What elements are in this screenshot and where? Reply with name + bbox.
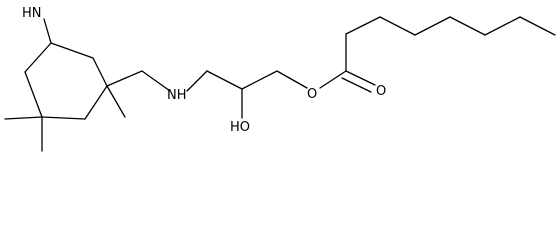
amine-label: HN	[22, 6, 42, 21]
bond	[379, 16, 416, 36]
amine-n-label: N	[32, 6, 42, 21]
bond	[24, 71, 43, 118]
bond	[341, 77, 372, 93]
bond	[414, 16, 451, 36]
hydroxyl-label: HO	[230, 120, 250, 135]
bond	[4, 116, 43, 120]
bond	[84, 85, 108, 120]
bond	[449, 16, 486, 36]
bond	[41, 116, 86, 120]
ester-oxygen-label: O	[307, 87, 317, 102]
bond	[106, 70, 143, 87]
bond	[519, 16, 556, 36]
bond	[50, 42, 94, 59]
carbonyl-oxygen-label: O	[376, 84, 386, 99]
bond	[141, 70, 171, 92]
bond	[24, 42, 52, 73]
bond	[484, 16, 521, 36]
bond	[276, 70, 308, 89]
bond	[345, 16, 381, 35]
atom-labels: HN NH HO O O	[22, 6, 386, 135]
amine-h-label: H	[22, 6, 32, 21]
bond	[92, 57, 108, 87]
chemical-structure: HN NH HO O O	[4, 6, 556, 152]
secondary-amine-label: NH	[167, 88, 187, 103]
bond	[43, 18, 52, 44]
bond	[345, 70, 376, 86]
bond	[106, 85, 126, 118]
bond	[241, 70, 278, 90]
bond	[186, 70, 208, 92]
bond	[206, 70, 243, 90]
bond	[319, 70, 347, 89]
bond-lines	[4, 16, 556, 152]
